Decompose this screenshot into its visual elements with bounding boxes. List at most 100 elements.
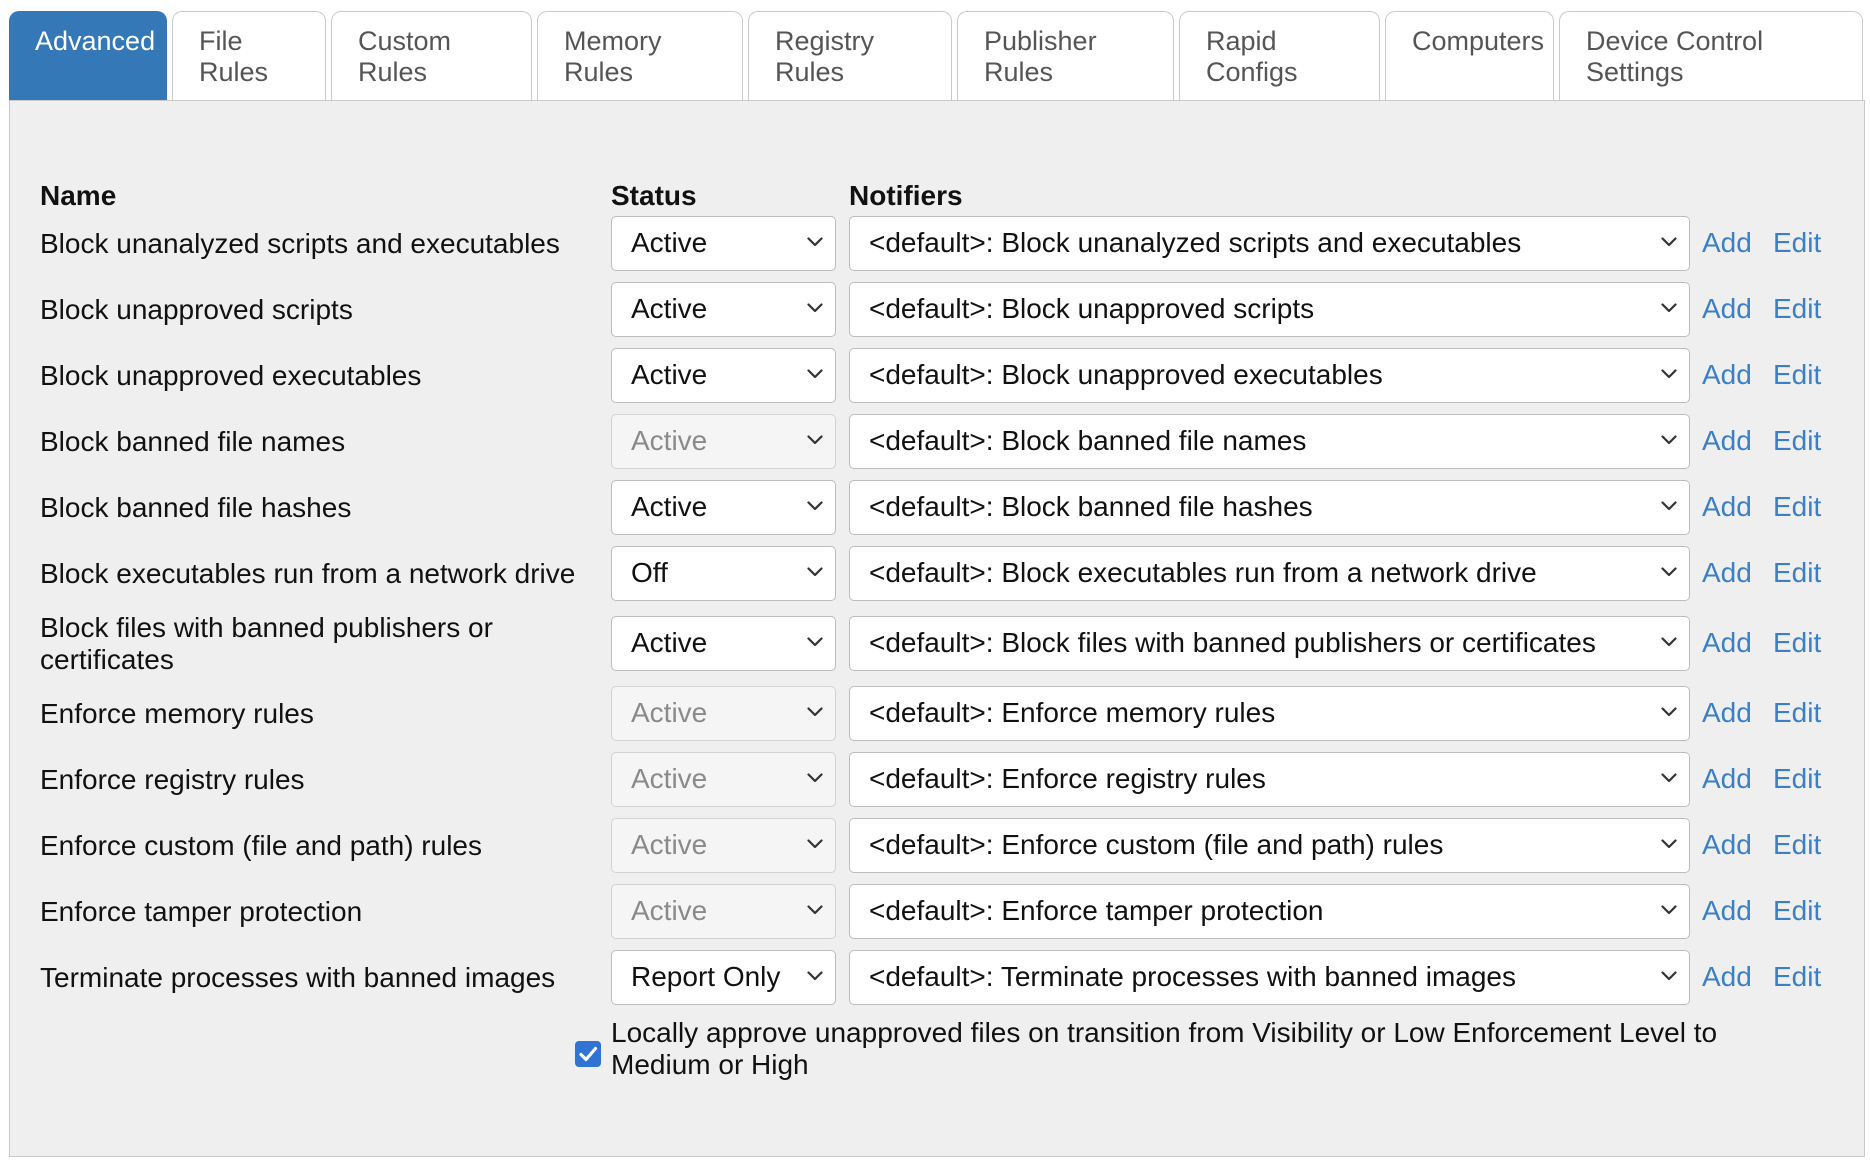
rule-name: Block unanalyzed scripts and executables xyxy=(40,227,560,259)
status-select[interactable]: Report Only xyxy=(611,950,836,1005)
edit-notifier-link[interactable]: Edit xyxy=(1773,557,1822,588)
rule-name: Block unapproved scripts xyxy=(40,293,353,325)
add-notifier-link[interactable]: Add xyxy=(1702,491,1752,522)
tab-computers[interactable]: Computers xyxy=(1385,11,1554,101)
edit-notifier-link[interactable]: Edit xyxy=(1773,491,1822,522)
status-select[interactable]: Active xyxy=(611,282,836,337)
add-notifier-link[interactable]: Add xyxy=(1702,227,1752,258)
chevron-down-icon xyxy=(807,501,823,511)
chevron-down-icon xyxy=(807,435,823,445)
notifier-select-value: <default>: Terminate processes with bann… xyxy=(869,961,1516,992)
notifier-select[interactable]: <default>: Block banned file hashes xyxy=(849,480,1690,535)
chevron-down-icon xyxy=(1661,501,1677,511)
tab-registry-rules[interactable]: Registry Rules xyxy=(748,11,952,101)
locally-approve-checkbox[interactable] xyxy=(575,1041,601,1067)
chevron-down-icon xyxy=(1661,435,1677,445)
status-select-value: Active xyxy=(631,425,708,456)
edit-notifier-link[interactable]: Edit xyxy=(1773,829,1822,860)
chevron-down-icon xyxy=(1661,303,1677,313)
notifier-select-value: <default>: Enforce registry rules xyxy=(869,763,1266,794)
chevron-down-icon xyxy=(1661,839,1677,849)
notifier-select[interactable]: <default>: Block unapproved scripts xyxy=(849,282,1690,337)
rule-name: Enforce registry rules xyxy=(40,763,305,795)
notifier-select[interactable]: <default>: Enforce custom (file and path… xyxy=(849,818,1690,873)
add-notifier-link[interactable]: Add xyxy=(1702,627,1752,658)
notifier-select[interactable]: <default>: Block executables run from a … xyxy=(849,546,1690,601)
status-select-value: Active xyxy=(631,293,708,324)
add-notifier-link[interactable]: Add xyxy=(1702,293,1752,324)
tab-memory-rules[interactable]: Memory Rules xyxy=(537,11,743,101)
status-select[interactable]: Active xyxy=(611,216,836,271)
rule-name: Enforce tamper protection xyxy=(40,895,363,927)
edit-notifier-link[interactable]: Edit xyxy=(1773,227,1822,258)
tab-file-rules[interactable]: File Rules xyxy=(172,11,326,101)
status-select: Active xyxy=(611,752,836,807)
status-select: Active xyxy=(611,884,836,939)
chevron-down-icon xyxy=(807,773,823,783)
status-select: Active xyxy=(611,686,836,741)
notifier-select[interactable]: <default>: Enforce registry rules xyxy=(849,752,1690,807)
add-notifier-link[interactable]: Add xyxy=(1702,557,1752,588)
tab-advanced[interactable]: Advanced xyxy=(9,11,167,101)
notifier-select[interactable]: <default>: Terminate processes with bann… xyxy=(849,950,1690,1005)
chevron-down-icon xyxy=(807,971,823,981)
edit-notifier-link[interactable]: Edit xyxy=(1773,627,1822,658)
notifier-select[interactable]: <default>: Enforce memory rules xyxy=(849,686,1690,741)
status-select[interactable]: Active xyxy=(611,348,836,403)
edit-notifier-link[interactable]: Edit xyxy=(1773,697,1822,728)
rule-name: Block unapproved executables xyxy=(40,359,422,391)
add-notifier-link[interactable]: Add xyxy=(1702,961,1752,992)
edit-notifier-link[interactable]: Edit xyxy=(1773,359,1822,390)
add-notifier-link[interactable]: Add xyxy=(1702,359,1752,390)
chevron-down-icon xyxy=(807,707,823,717)
rule-name: Terminate processes with banned images xyxy=(40,961,556,993)
checkmark-icon xyxy=(579,1046,598,1062)
notifier-select-value: <default>: Enforce tamper protection xyxy=(869,895,1324,926)
rule-name: Enforce custom (file and path) rules xyxy=(40,829,482,861)
chevron-down-icon xyxy=(807,905,823,915)
notifier-select[interactable]: <default>: Enforce tamper protection xyxy=(849,884,1690,939)
status-select[interactable]: Active xyxy=(611,480,836,535)
notifier-select[interactable]: <default>: Block unapproved executables xyxy=(849,348,1690,403)
status-select-value: Active xyxy=(631,763,708,794)
status-select-value: Active xyxy=(631,359,708,390)
status-select[interactable]: Active xyxy=(611,616,836,671)
column-header-name: Name xyxy=(40,180,117,211)
chevron-down-icon xyxy=(1661,905,1677,915)
tab-publisher-rules[interactable]: Publisher Rules xyxy=(957,11,1174,101)
tab-rapid-configs[interactable]: Rapid Configs xyxy=(1179,11,1380,101)
status-select-value: Active xyxy=(631,627,708,658)
notifier-select[interactable]: <default>: Block unanalyzed scripts and … xyxy=(849,216,1690,271)
status-select[interactable]: Off xyxy=(611,546,836,601)
add-notifier-link[interactable]: Add xyxy=(1702,697,1752,728)
notifier-select-value: <default>: Block banned file names xyxy=(869,425,1307,456)
notifier-select[interactable]: <default>: Block files with banned publi… xyxy=(849,616,1690,671)
notifier-select-value: <default>: Block unapproved executables xyxy=(869,359,1383,390)
chevron-down-icon xyxy=(807,839,823,849)
status-select: Active xyxy=(611,818,836,873)
tab-custom-rules[interactable]: Custom Rules xyxy=(331,11,532,101)
add-notifier-link[interactable]: Add xyxy=(1702,425,1752,456)
add-notifier-link[interactable]: Add xyxy=(1702,763,1752,794)
notifier-select-value: <default>: Block executables run from a … xyxy=(869,557,1537,588)
tab-device-control-settings[interactable]: Device Control Settings xyxy=(1559,11,1863,101)
edit-notifier-link[interactable]: Edit xyxy=(1773,961,1822,992)
rule-name: Block banned file hashes xyxy=(40,491,352,523)
rule-name: Enforce memory rules xyxy=(40,697,314,729)
edit-notifier-link[interactable]: Edit xyxy=(1773,425,1822,456)
notifier-select[interactable]: <default>: Block banned file names xyxy=(849,414,1690,469)
chevron-down-icon xyxy=(807,637,823,647)
column-header-notifiers: Notifiers xyxy=(849,180,963,211)
notifier-select-value: <default>: Block banned file hashes xyxy=(869,491,1313,522)
edit-notifier-link[interactable]: Edit xyxy=(1773,293,1822,324)
notifier-select-value: <default>: Enforce memory rules xyxy=(869,697,1276,728)
status-select-value: Active xyxy=(631,491,708,522)
add-notifier-link[interactable]: Add xyxy=(1702,895,1752,926)
notifier-select-value: <default>: Block files with banned publi… xyxy=(869,627,1596,658)
add-notifier-link[interactable]: Add xyxy=(1702,829,1752,860)
edit-notifier-link[interactable]: Edit xyxy=(1773,895,1822,926)
edit-notifier-link[interactable]: Edit xyxy=(1773,763,1822,794)
column-header-status: Status xyxy=(611,180,697,211)
tab-bar: Advanced File Rules Custom Rules Memory … xyxy=(9,10,1868,101)
rule-name: Block banned file names xyxy=(40,425,346,457)
